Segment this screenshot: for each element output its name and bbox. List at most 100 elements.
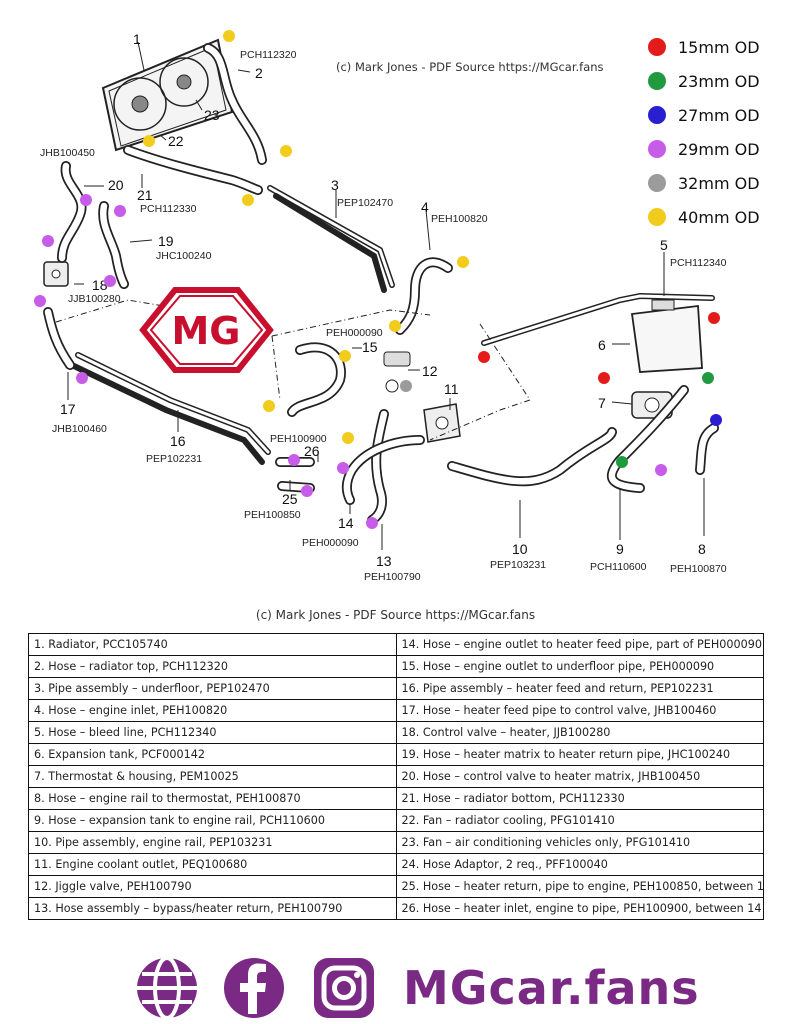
svg-text:10: 10 [512, 541, 528, 557]
table-cell: 18. Control valve – heater, JJB100280 [395, 721, 764, 744]
facebook-icon[interactable] [222, 956, 286, 1020]
hose-size-marker [389, 320, 401, 332]
svg-text:PEH000090: PEH000090 [302, 537, 359, 549]
instagram-icon[interactable] [312, 956, 376, 1020]
svg-text:7: 7 [598, 395, 606, 411]
control-valve-heater [43, 261, 69, 287]
fan-air-conditioning [159, 57, 209, 107]
legend-label: 27mm OD [678, 105, 760, 125]
table-cell: 13. Hose assembly – bypass/heater return… [28, 897, 397, 920]
table-cell: 12. Jiggle valve, PEH100790 [28, 875, 397, 898]
hose-engine-outlet-underfloor [287, 342, 346, 417]
svg-text:1: 1 [133, 31, 141, 47]
svg-text:22: 22 [168, 133, 184, 149]
hose-size-marker [34, 295, 46, 307]
table-cell: 5. Hose – bleed line, PCH112340 [28, 721, 397, 744]
legend-item: 32mm OD [648, 166, 773, 200]
hose-size-legend: 15mm OD 23mm OD 27mm OD 29mm OD 32mm OD … [648, 30, 773, 234]
svg-text:6: 6 [598, 337, 606, 353]
table-cell: 23. Fan – air conditioning vehicles only… [395, 831, 764, 854]
color-swatch [648, 38, 666, 56]
engine-coolant-outlet [423, 403, 461, 443]
table-cell: 25. Hose – heater return, pipe to engine… [395, 875, 764, 898]
table-cell: 7. Thermostat & housing, PEM10025 [28, 765, 397, 788]
hose-size-marker [457, 256, 469, 268]
table-cell: 19. Hose – heater matrix to heater retur… [395, 743, 764, 766]
legend-label: 29mm OD [678, 139, 760, 159]
table-cell: 9. Hose – expansion tank to engine rail,… [28, 809, 397, 832]
table-row: 8. Hose – engine rail to thermostat, PEH… [28, 787, 764, 810]
hose-size-marker [655, 464, 667, 476]
svg-text:PEP102470: PEP102470 [337, 197, 393, 209]
svg-text:13: 13 [376, 553, 392, 569]
legend-label: 15mm OD [678, 37, 760, 57]
hose-size-marker [263, 400, 275, 412]
legend-label: 23mm OD [678, 71, 760, 91]
hose-size-marker [702, 372, 714, 384]
svg-text:19: 19 [158, 233, 174, 249]
color-swatch [648, 140, 666, 158]
hose-size-marker [339, 350, 351, 362]
hose-size-marker [366, 517, 378, 529]
hose-engine-inlet [395, 257, 453, 335]
hose-size-marker [223, 30, 235, 42]
hose-size-marker [708, 312, 720, 324]
footer: MGcar.fans [0, 950, 791, 1024]
hose-size-marker [598, 372, 610, 384]
hose-size-marker [104, 275, 116, 287]
legend-label: 32mm OD [678, 173, 760, 193]
svg-text:JHC100240: JHC100240 [156, 250, 212, 262]
legend-item: 40mm OD [648, 200, 773, 234]
callout-12: 12 [422, 363, 438, 379]
svg-text:PEH100790: PEH100790 [364, 571, 421, 583]
pipe-heater-feed-return [71, 352, 271, 465]
svg-text:PCH112320: PCH112320 [240, 49, 297, 61]
table-cell: 17. Hose – heater feed pipe to control v… [395, 699, 764, 722]
svg-text:12: 12 [422, 363, 438, 379]
svg-text:PEP103231: PEP103231 [490, 559, 546, 571]
jiggle-valve [383, 351, 411, 393]
table-cell: 1. Radiator, PCC105740 [28, 633, 397, 656]
color-swatch [648, 72, 666, 90]
table-row: 9. Hose – expansion tank to engine rail,… [28, 809, 764, 832]
radiator [101, 38, 234, 152]
table-cell: 26. Hose – heater inlet, engine to pipe,… [395, 897, 764, 920]
hose-size-marker [114, 205, 126, 217]
table-cell: 8. Hose – engine rail to thermostat, PEH… [28, 787, 397, 810]
svg-text:17: 17 [60, 401, 76, 417]
color-swatch [648, 208, 666, 226]
table-cell: 10. Pipe assembly, engine rail, PEP10323… [28, 831, 397, 854]
callout-11: 11 [444, 381, 459, 397]
hose-heater-feed-control-valve [43, 307, 75, 370]
hose-bleed-line [481, 292, 715, 346]
svg-text:PEP102231: PEP102231 [146, 453, 202, 465]
svg-text:4: 4 [421, 199, 429, 215]
globe-icon[interactable] [135, 956, 199, 1020]
table-row: 10. Pipe assembly, engine rail, PEP10323… [28, 831, 764, 854]
hose-engine-outlet-heater-feed [341, 435, 425, 505]
hose-size-marker [616, 456, 628, 468]
svg-text:8: 8 [698, 541, 706, 557]
table-cell: 15. Hose – engine outlet to underfloor p… [395, 655, 764, 678]
brand-name[interactable]: MGcar.fans [403, 961, 700, 1015]
callout-1: 1 [133, 31, 141, 47]
table-cell: 6. Expansion tank, PCF000142 [28, 743, 397, 766]
table-cell: 11. Engine coolant outlet, PEQ100680 [28, 853, 397, 876]
